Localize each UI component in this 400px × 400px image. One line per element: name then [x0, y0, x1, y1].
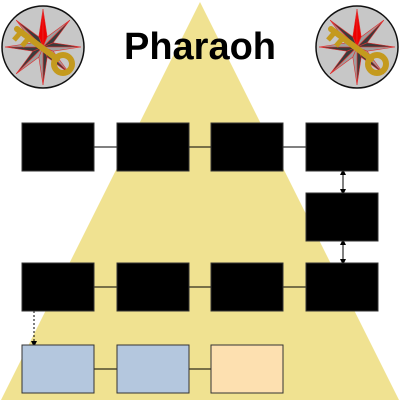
compass-star-key-icon [315, 5, 399, 89]
peach-block-row4-col3 [210, 344, 284, 394]
key-icon [12, 26, 75, 76]
black-block-row2-col4 [305, 192, 379, 242]
black-block-row3-col4 [305, 262, 379, 312]
black-block-row3-col1 [21, 262, 95, 312]
key-icon [326, 26, 389, 76]
blue-block-row4-col2 [116, 344, 190, 394]
blue-block-row4-col1 [21, 344, 95, 394]
compass-star-key-icon [1, 5, 85, 89]
connector-layer [31, 146, 346, 370]
black-block-row1-col2 [116, 122, 190, 172]
black-block-row3-col2 [116, 262, 190, 312]
black-block-row1-col4 [305, 122, 379, 172]
black-block-row3-col3 [210, 262, 284, 312]
diagram-title: Pharaoh [123, 26, 277, 68]
black-block-row1-col3 [210, 122, 284, 172]
block-layer [21, 122, 379, 394]
black-block-row1-col1 [21, 122, 95, 172]
